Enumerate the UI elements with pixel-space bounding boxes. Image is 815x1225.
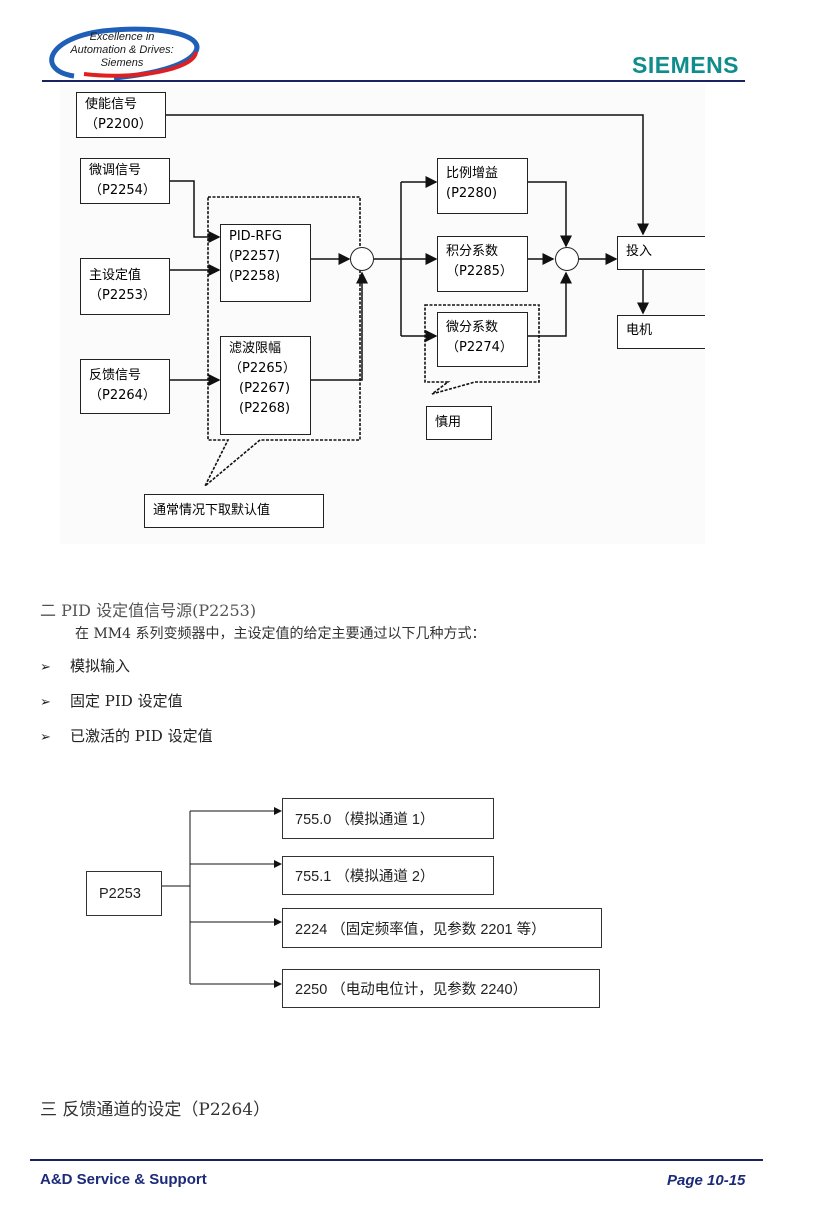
logo-line-2: Automation & Drives: [70, 44, 174, 56]
pid-rfg-param-2: (P2258) [229, 269, 281, 284]
logo-line-3: Siemens [100, 57, 144, 69]
caution-note: 慎用 [426, 406, 492, 440]
trim-signal-label: 微调信号 [89, 163, 142, 178]
filter-limit-param-1: （P2265） [229, 361, 296, 376]
footer-service-support: A&D Service & Support [40, 1171, 207, 1188]
filter-limit-block: 滤波限幅 （P2265） (P2267) (P2268) [220, 336, 311, 435]
derivative-coefficient-param: （P2274） [446, 340, 513, 355]
feedback-signal-label: 反馈信号 [89, 368, 142, 383]
bullet-arrow-icon: ➢ [40, 730, 51, 745]
header-rule [42, 80, 745, 82]
enable-output-block: 投入 [617, 236, 705, 270]
enable-output-label: 投入 [626, 244, 653, 259]
logo-text: Excellence in Automation & Drives: Sieme… [52, 31, 192, 70]
enable-signal-block: 使能信号 （P2200） [76, 92, 166, 138]
derivative-coefficient-label: 微分系数 [446, 320, 499, 335]
filter-limit-label: 滤波限幅 [229, 341, 282, 356]
trim-signal-param: （P2254） [89, 183, 156, 198]
siemens-logo-swoosh [49, 26, 200, 81]
bullet-text: 固定 PID 设定值 [70, 692, 183, 710]
motor-label: 电机 [626, 323, 653, 338]
source-option-text: 2224 （固定频率值，见参数 2201 等） [295, 921, 546, 938]
source-option-box: 2224 （固定频率值，见参数 2201 等） [282, 908, 602, 948]
derivative-coefficient-block: 微分系数 （P2274） [437, 312, 528, 367]
section-2-intro: 在 MM4 系列变频器中，主设定值的给定主要通过以下几种方式： [75, 626, 486, 642]
p2253-source-label: P2253 [99, 885, 141, 902]
section-2-title: 二 PID 设定值信号源(P2253) [40, 601, 257, 620]
feedback-signal-param: （P2264） [89, 388, 156, 403]
filter-limit-param-2: (P2267) [239, 381, 291, 396]
main-setpoint-label: 主设定值 [89, 268, 142, 283]
bullet-text: 已激活的 PID 设定值 [70, 727, 213, 745]
pid-rfg-param-1: (P2257) [229, 249, 281, 264]
source-option-text: 755.0 （模拟通道 1） [295, 812, 435, 828]
integral-coefficient-block: 积分系数 （P2285） [437, 236, 528, 292]
proportional-gain-label: 比例增益 [446, 166, 499, 181]
integral-coefficient-label: 积分系数 [446, 244, 499, 259]
enable-signal-param: （P2200） [85, 117, 152, 132]
logo-line-1: Excellence in [89, 31, 155, 43]
bullet-item: ➢ 固定 PID 设定值 [40, 690, 183, 711]
bullet-arrow-icon: ➢ [40, 660, 51, 675]
bullet-text: 模拟输入 [70, 657, 131, 675]
proportional-gain-param: (P2280) [446, 186, 498, 201]
siemens-brand: SIEMENS [632, 52, 740, 78]
section-3-title: 三 反馈通道的设定（P2264） [40, 1100, 271, 1120]
page-number: Page 10-15 [667, 1172, 746, 1189]
summing-junction-2 [555, 247, 579, 271]
pid-block-diagram: 使能信号 （P2200） 微调信号 （P2254） 主设定值 （P2253） 反… [60, 84, 705, 544]
source-option-box: 755.0 （模拟通道 1） [282, 798, 494, 839]
footer-rule [30, 1159, 763, 1161]
main-setpoint-block: 主设定值 （P2253） [80, 258, 170, 315]
enable-signal-label: 使能信号 [85, 97, 138, 112]
source-option-box: 755.1 （模拟通道 2） [282, 856, 494, 895]
default-value-note-text: 通常情况下取默认值 [153, 503, 271, 518]
integral-coefficient-param: （P2285） [446, 264, 513, 279]
pid-diagram-connectors [166, 114, 649, 487]
pid-rfg-block: PID-RFG (P2257) (P2258) [220, 224, 311, 302]
proportional-gain-block: 比例增益 (P2280) [437, 158, 528, 214]
source-option-text: 2250 （电动电位计，见参数 2240） [295, 982, 528, 998]
main-setpoint-param: （P2253） [89, 288, 156, 303]
trim-signal-block: 微调信号 （P2254） [80, 158, 170, 204]
pid-rfg-label: PID-RFG [229, 229, 282, 244]
default-value-note: 通常情况下取默认值 [144, 494, 324, 528]
filter-limit-param-3: (P2268) [239, 401, 291, 416]
feedback-signal-block: 反馈信号 （P2264） [80, 359, 170, 414]
motor-block: 电机 [617, 315, 705, 349]
source-option-box: 2250 （电动电位计，见参数 2240） [282, 969, 600, 1008]
bullet-arrow-icon: ➢ [40, 695, 51, 710]
bullet-item: ➢ 已激活的 PID 设定值 [40, 725, 213, 746]
caution-note-text: 慎用 [435, 415, 462, 430]
source-option-text: 755.1 （模拟通道 2） [295, 869, 435, 885]
summing-junction-1 [350, 247, 374, 271]
p2253-source-box: P2253 [86, 871, 162, 916]
bullet-item: ➢ 模拟输入 [40, 655, 130, 676]
